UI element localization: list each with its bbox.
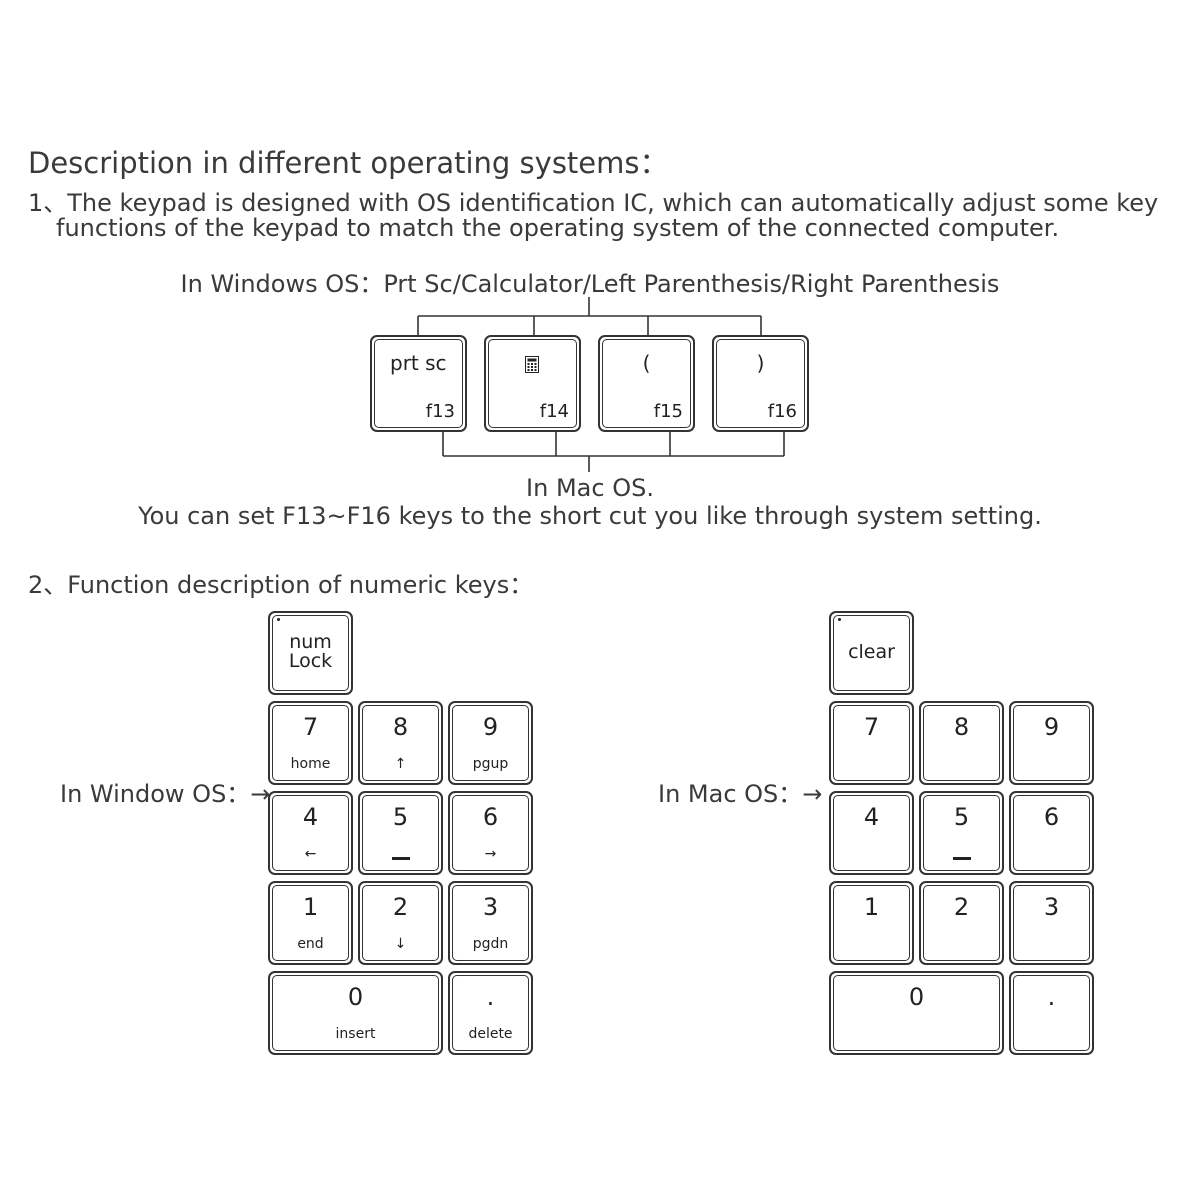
right-arrow-icon: → [484,846,497,862]
mac-key-7: 7 [829,701,914,785]
calculator-icon [525,356,539,373]
mac-key-3: 3 [1009,881,1094,965]
section1-text-line1: 1、The keypad is designed with OS identif… [28,189,1159,217]
left-parenthesis-f15-key: ( f15 [598,335,695,432]
mac-keypad-label: In Mac OS：→ [658,780,823,808]
key-bottom-label: f14 [539,401,569,422]
key-number: . [1047,983,1056,1011]
key-bottom-label: f16 [767,401,797,422]
mac-key-4: 4 [829,791,914,875]
indicator-dot [838,618,841,621]
key-number: . [486,983,495,1011]
mac-key-5: 5 [919,791,1004,875]
key-number: 0 [908,983,925,1011]
key-number: 1 [302,893,319,921]
key-number: 6 [482,803,499,831]
mac-os-note: You can set F13~F16 keys to the short cu… [138,502,1042,530]
key-function: delete [468,1026,513,1042]
prtsc-f13-key: prt sc f13 [370,335,467,432]
key-number: 2 [392,893,409,921]
numlock-label-line1: num [289,631,332,653]
key-number: 9 [482,713,499,741]
key-function: pgdn [472,936,509,952]
section1-text-line2: functions of the keypad to match the ope… [56,214,1060,242]
win-key-4: 4 ← [268,791,353,875]
numlock-key: num Lock [268,611,353,695]
windows-os-caption: In Windows OS：Prt Sc/Calculator/Left Par… [180,270,1000,298]
mac-os-caption: In Mac OS. [526,474,654,502]
key-number: 9 [1043,713,1060,741]
mac-key-9: 9 [1009,701,1094,785]
win-key-decimal: . delete [448,971,533,1055]
key-number: 4 [863,803,880,831]
win-key-8: 8 ↑ [358,701,443,785]
key-number: 7 [302,713,319,741]
key-top-label: prt sc [390,351,447,375]
left-arrow-icon: ← [304,846,317,862]
clear-key: clear [829,611,914,695]
key-number: 7 [863,713,880,741]
indicator-dot [277,618,280,621]
up-arrow-icon: ↑ [394,756,407,772]
key-number: 3 [1043,893,1060,921]
key-number: 6 [1043,803,1060,831]
numlock-label-line2: Lock [288,650,333,672]
mac-key-0: 0 [829,971,1004,1055]
key-top-label: ) [756,351,765,375]
mac-key-decimal: . [1009,971,1094,1055]
win-key-9: 9 pgup [448,701,533,785]
win-key-3: 3 pgdn [448,881,533,965]
win-key-7: 7 home [268,701,353,785]
down-arrow-icon: ↓ [394,936,407,952]
key-number: 4 [302,803,319,831]
key-number: 8 [392,713,409,741]
win-key-6: 6 → [448,791,533,875]
page-heading: Description in different operating syste… [28,146,669,180]
right-parenthesis-f16-key: ) f16 [712,335,809,432]
clear-label: clear [848,641,895,663]
key-number: 5 [953,803,970,831]
key-function: end [297,936,324,952]
mac-key-8: 8 [919,701,1004,785]
key-bottom-label: f13 [425,401,455,422]
key-function: insert [335,1026,376,1042]
key-number: 3 [482,893,499,921]
calculator-f14-key: f14 [484,335,581,432]
win-key-2: 2 ↓ [358,881,443,965]
key-function: home [290,756,331,772]
section2-title: 2、Function description of numeric keys： [28,571,534,599]
win-key-5: 5 [358,791,443,875]
key-number: 8 [953,713,970,741]
windows-keypad-label: In Window OS：→ [60,780,271,808]
win-key-0: 0 insert [268,971,443,1055]
tactile-bar-icon [952,857,971,860]
win-key-1: 1 end [268,881,353,965]
key-bottom-label: f15 [653,401,683,422]
mac-key-1: 1 [829,881,914,965]
tactile-bar-icon [391,857,410,860]
key-top-label: ( [642,351,651,375]
key-number: 1 [863,893,880,921]
key-number: 5 [392,803,409,831]
key-number: 0 [347,983,364,1011]
key-function: pgup [472,756,509,772]
key-number: 2 [953,893,970,921]
mac-key-2: 2 [919,881,1004,965]
mac-key-6: 6 [1009,791,1094,875]
